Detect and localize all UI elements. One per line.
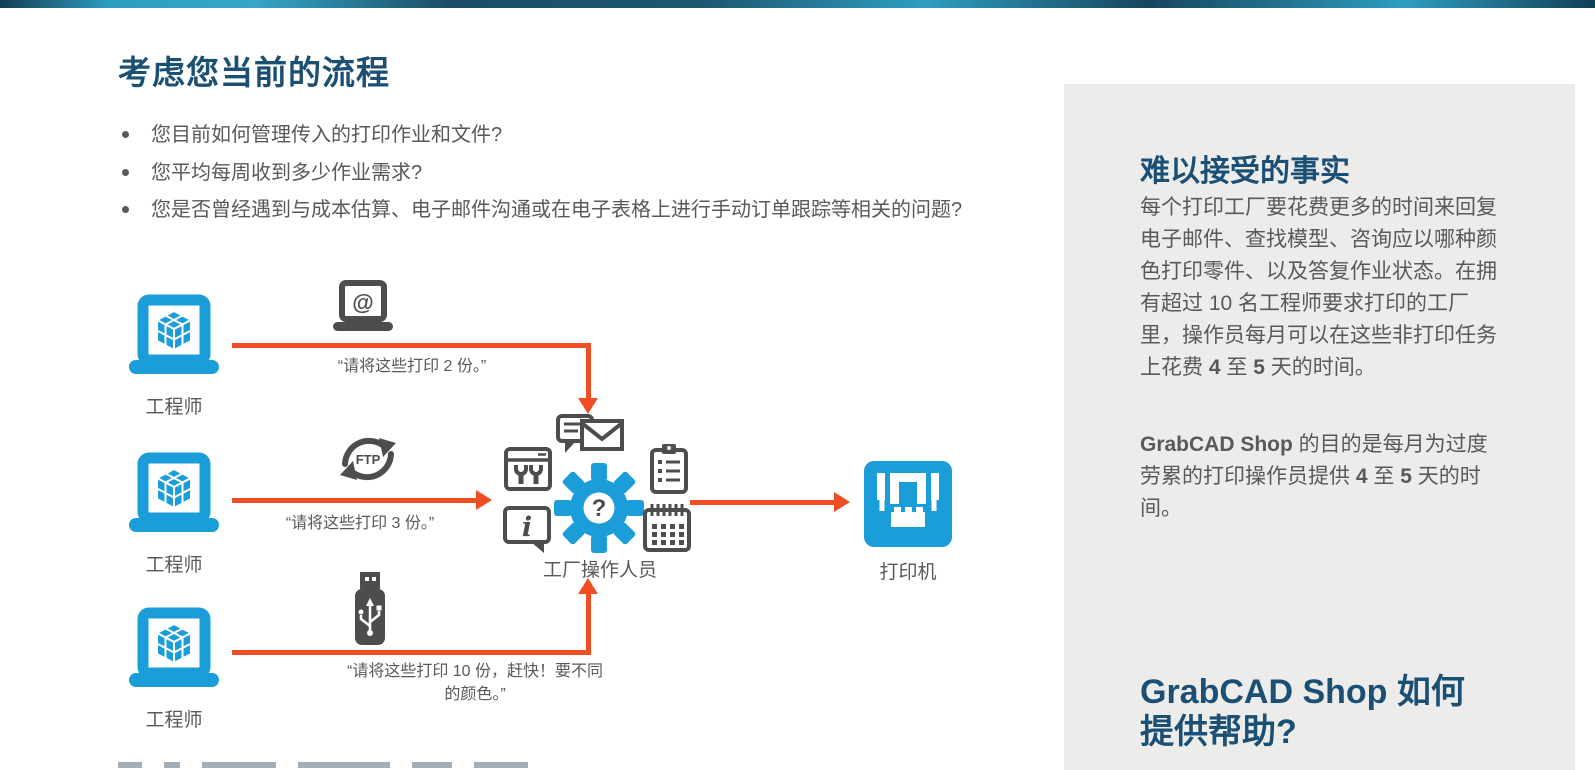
info-bubble-icon: i [503, 506, 551, 553]
list-item: 您是否曾经遇到与成本估算、电子邮件沟通或在电子表格上进行手动订单跟踪等相关的问题… [118, 197, 988, 224]
flow-arrow-usb-line [232, 650, 591, 655]
engineer-laptop-icon [129, 452, 219, 532]
page-title: 考虑您当前的流程 [118, 54, 390, 91]
quote-usb-line2: 的颜色。” [444, 686, 506, 704]
gear-question-icon: ? [554, 463, 644, 553]
at-icon: @ [352, 290, 373, 315]
grabcad-cube-icon [156, 310, 192, 351]
fact-paragraph: 每个打印工厂要花费更多的时间来回复电子邮件、查找模型、咨询应以哪种颜色打印零件、… [1140, 196, 1497, 379]
printer-label: 打印机 [879, 562, 937, 583]
list-item: 您目前如何管理传入的打印作业和文件? [118, 122, 988, 149]
help-title: GrabCAD Shop 如何提供帮助? [1140, 673, 1465, 751]
checklist-icon [650, 444, 688, 494]
question-mark: ? [592, 495, 607, 522]
ftp-label: FTP [356, 452, 381, 467]
shop-bold-number: 4 [1355, 465, 1368, 488]
top-accent-bar [0, 0, 1595, 8]
engineer-laptop-icon [129, 294, 219, 374]
flow-arrowhead-up [578, 578, 598, 594]
fact-title: 难以接受的事实 [1140, 155, 1350, 188]
engineer-label: 工程师 [145, 555, 203, 576]
fact-text: 每个打印工厂要花费更多的时间来回复电子邮件、查找模型、咨询应以哪种颜色打印零件、… [1140, 196, 1497, 379]
sidebar: 难以接受的事实 每个打印工厂要花费更多的时间来回复电子邮件、查找模型、咨询应以哪… [1064, 84, 1575, 770]
engineer-label: 工程师 [145, 710, 203, 731]
bullet-dot [122, 206, 129, 214]
calendar-icon [643, 504, 691, 552]
flow-arrow-usb-elbow [586, 594, 591, 652]
question-list: 您目前如何管理传入的打印作业和文件? 您平均每周收到多少作业需求? 您是否曾经遇… [118, 122, 988, 235]
flow-arrow-printer-line [690, 500, 836, 505]
flow-arrow-email-line [232, 343, 591, 348]
list-item: 您平均每周收到多少作业需求? [118, 160, 988, 187]
flow-arrow-ftp-line [232, 498, 478, 503]
list-item-text: 您平均每周收到多少作业需求? [151, 161, 423, 184]
grabcad-cube-icon [156, 468, 192, 509]
cutoff-text-fragment [118, 762, 528, 768]
bullet-dot [122, 168, 129, 176]
info-symbol: i [522, 512, 532, 543]
flow-arrowhead-right [834, 492, 850, 512]
quote-usb-line1: “请将这些打印 10 份，赶快！要不同 [346, 663, 604, 680]
printer-icon [864, 461, 952, 547]
email-laptop-icon: @ [333, 280, 393, 331]
tools-window-icon [504, 447, 552, 491]
fact-bold-number: 5 [1253, 356, 1265, 379]
chat-mail-icon [556, 414, 624, 453]
engineer-laptop-icon [129, 607, 219, 687]
quote-email: “请将这些打印 2 份。” [337, 358, 487, 375]
list-item-text: 您目前如何管理传入的打印作业和文件? [151, 124, 503, 146]
ftp-sync-icon: FTP [340, 437, 396, 481]
operator-label: 工厂操作人员 [542, 560, 657, 581]
engineer-label: 工程师 [145, 397, 203, 418]
flow-arrow-email-elbow [586, 343, 591, 398]
flow-arrowhead-right [476, 490, 492, 510]
grabcad-cube-icon [156, 623, 192, 664]
flow-arrowhead-down [578, 398, 598, 414]
fact-bold-number: 4 [1208, 356, 1221, 379]
shop-paragraph: GrabCAD Shop 的目的是每月为过度劳累的打印操作员提供 4 至 5 天… [1140, 433, 1488, 520]
list-item-text: 您是否曾经遇到与成本估算、电子邮件沟通或在电子表格上进行手动订单跟踪等相关的问题… [151, 199, 963, 222]
shop-brand: GrabCAD Shop [1140, 433, 1293, 456]
quote-usb: “请将这些打印 10 份，赶快！要不同 的颜色。” [320, 660, 630, 706]
bullet-dot [122, 131, 129, 138]
quote-ftp: “请将这些打印 3 份。” [285, 515, 435, 532]
usb-drive-icon [355, 572, 385, 645]
shop-bold-number: 5 [1400, 465, 1412, 488]
